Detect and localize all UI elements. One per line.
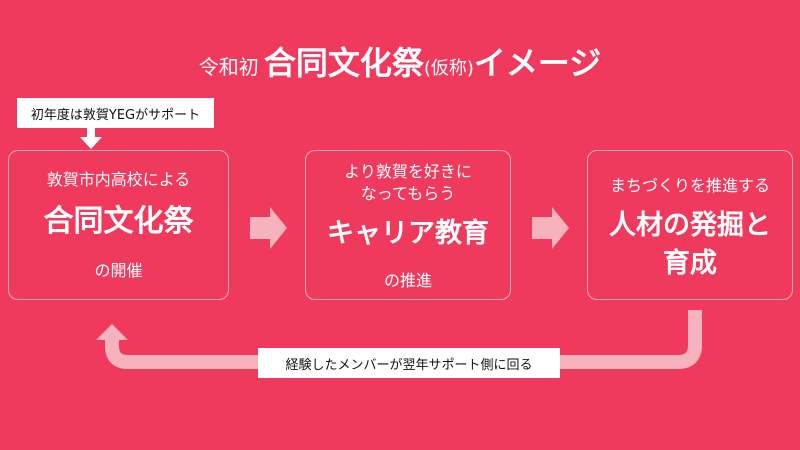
step-box-culture-festival: 敦賀市内高校による 合同文化祭 の開催 bbox=[8, 150, 229, 300]
box3-main: 人材の発掘と bbox=[609, 210, 771, 241]
box2-line2: なってもらう bbox=[360, 184, 456, 203]
box2-line1: より敦賀を好きに bbox=[344, 162, 472, 181]
title-main: 合同文化祭 bbox=[263, 44, 424, 82]
slide-title: 令和初 合同文化祭(仮称)イメージ bbox=[0, 38, 800, 84]
bottom-note: 経験したメンバーが翌年サポート側に回る bbox=[258, 348, 560, 378]
title-suffix: イメージ bbox=[473, 44, 602, 82]
box1-line3: の開催 bbox=[94, 261, 143, 280]
box3-line1: まちづくりを推進する bbox=[609, 176, 770, 195]
top-note: 初年度は敦賀YEGがサポート bbox=[17, 98, 214, 128]
right-arrow-icon bbox=[532, 207, 569, 249]
title-prefix: 令和初 bbox=[198, 55, 259, 79]
down-arrow-icon bbox=[80, 126, 102, 149]
box2-line3: の推進 bbox=[383, 271, 432, 290]
box2-main: キャリア教育 bbox=[327, 218, 489, 249]
right-arrow-icon bbox=[250, 207, 287, 249]
title-paren: (仮称) bbox=[423, 58, 474, 79]
box1-line1: 敦賀市内高校による bbox=[46, 170, 191, 189]
step-box-talent-development: まちづくりを推進する 人材の発掘と 育成 bbox=[587, 150, 793, 300]
box3-main2: 育成 bbox=[663, 248, 717, 279]
step-box-career-education: より敦賀を好きに なってもらう キャリア教育 の推進 bbox=[305, 150, 511, 300]
box1-main: 合同文化祭 bbox=[43, 204, 194, 239]
